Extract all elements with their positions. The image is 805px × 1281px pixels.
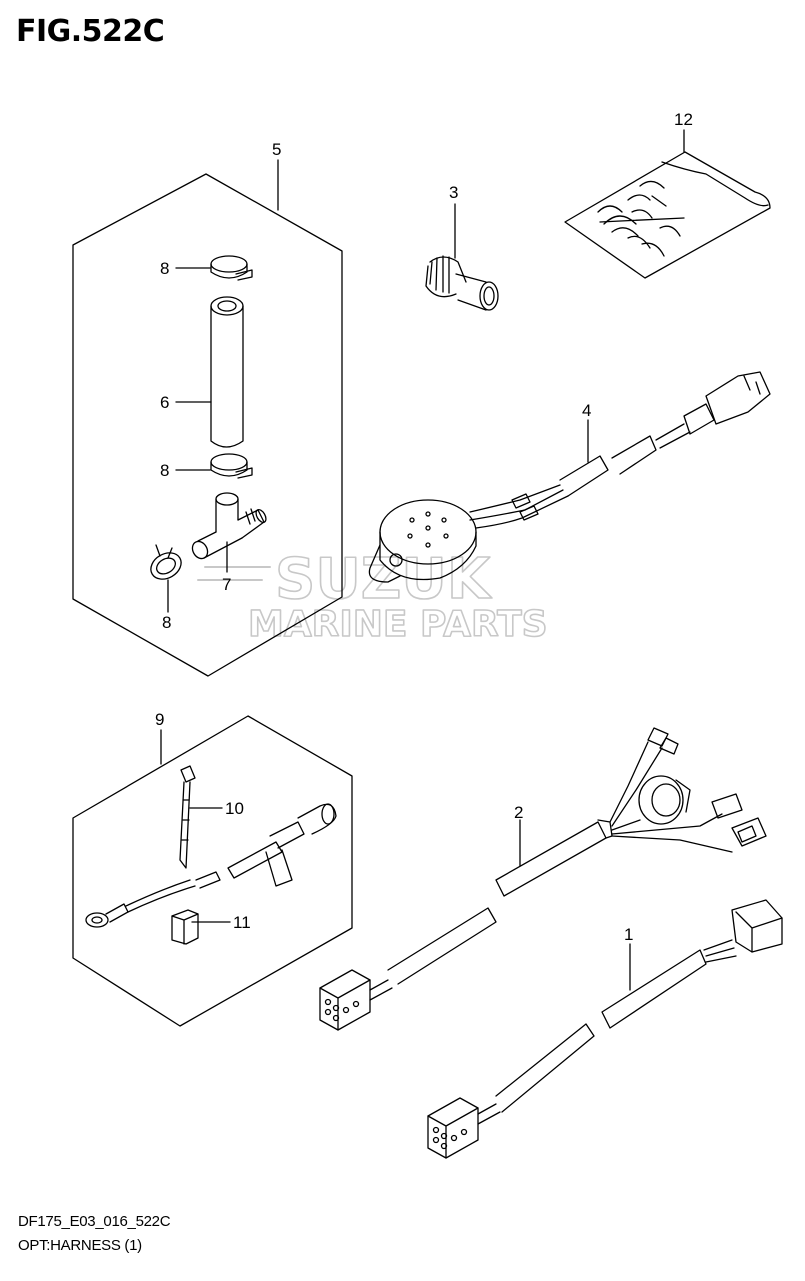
callout-labels: 1 2 3 4 5 6 7 8 8 8 9 10 11 12: [155, 110, 693, 944]
bag-12: [564, 151, 771, 279]
callout-11: 11: [233, 913, 251, 932]
watermark-subtitle: MARINE PARTS: [248, 604, 548, 645]
lead-wire-9: [85, 803, 337, 928]
harness-1: [427, 899, 783, 1159]
callout-3: 3: [449, 183, 458, 202]
watermark-brand: SUZUK: [275, 547, 493, 612]
hose-6: [210, 296, 244, 448]
callout-5: 5: [272, 140, 281, 159]
figure-title: FIG.522C: [16, 14, 165, 49]
callout-6: 6: [160, 393, 169, 412]
callout-12: 12: [674, 110, 693, 129]
callout-8-middle: 8: [160, 461, 169, 480]
clamp-8-middle: [210, 453, 253, 479]
figure-code: DF175_E03_016_522C: [18, 1213, 171, 1230]
callout-9: 9: [155, 710, 164, 729]
fuse-11: [171, 909, 199, 945]
leader-lines: [160, 129, 685, 991]
callout-1: 1: [624, 925, 633, 944]
buzzer-harness-4: [368, 371, 771, 583]
callout-2: 2: [514, 803, 523, 822]
callout-4: 4: [582, 401, 591, 420]
harness-2: [319, 727, 767, 1031]
callout-8-bottom: 8: [162, 613, 171, 632]
callout-8-top: 8: [160, 259, 169, 278]
kit-9-outline: [72, 715, 353, 1027]
clamp-8-bottom: [150, 544, 182, 580]
clamp-8-top: [210, 255, 253, 281]
kit-5-outline: [72, 173, 343, 677]
figure-description: OPT:HARNESS (1): [18, 1237, 142, 1254]
cable-tie-10: [179, 765, 196, 869]
callout-7: 7: [222, 575, 231, 594]
grommet-3: [425, 255, 499, 311]
t-joint-7: [191, 492, 267, 560]
callout-10: 10: [225, 799, 244, 818]
